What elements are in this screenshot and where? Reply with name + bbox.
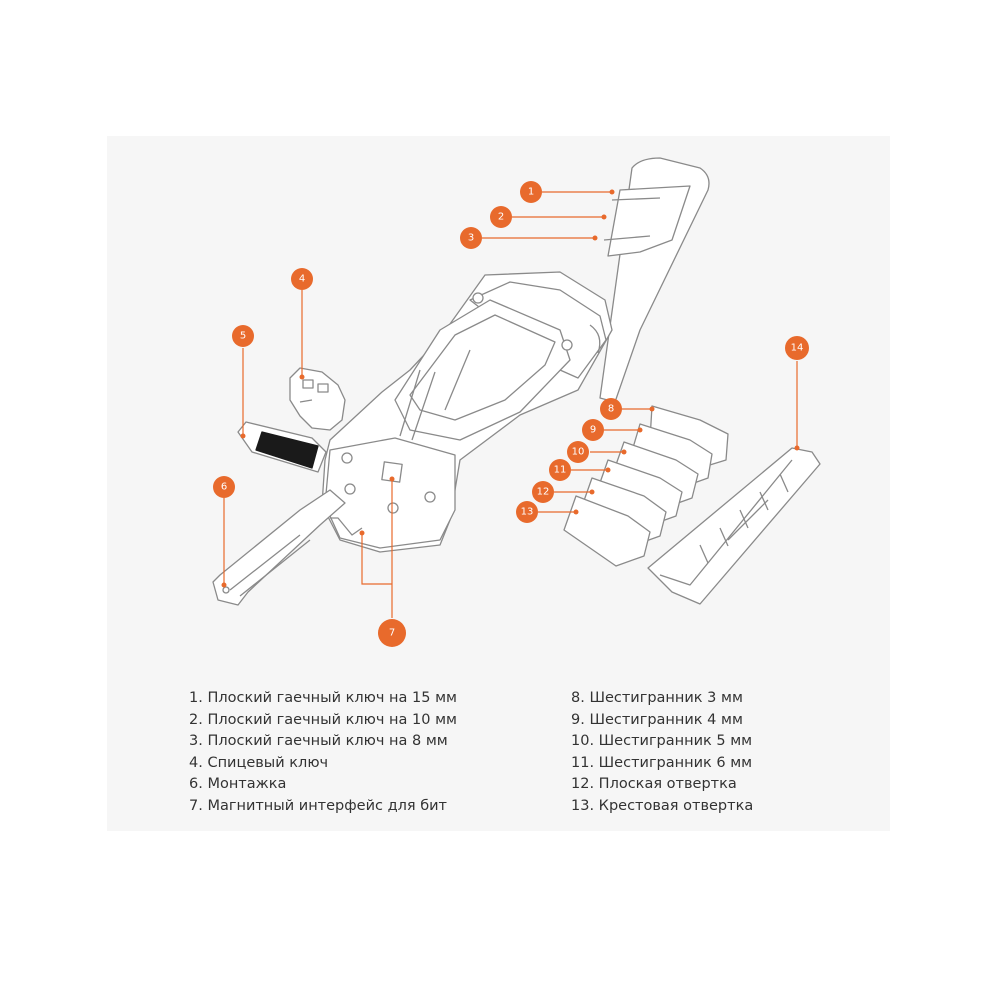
callout-1: 1 bbox=[520, 181, 542, 203]
legend-right: 8. Шестигранник 3 мм 9. Шестигранник 4 м… bbox=[571, 688, 753, 817]
legend-item: 6. Монтажка bbox=[189, 776, 287, 792]
legend-item: 3. Плоский гаечный ключ на 8 мм bbox=[189, 733, 448, 749]
svg-text:5: 5 bbox=[240, 331, 246, 342]
legend-left: 1. Плоский гаечный ключ на 15 мм 2. Плос… bbox=[189, 688, 457, 817]
callout-10: 10 bbox=[567, 441, 589, 463]
callout-8: 8 bbox=[600, 398, 622, 420]
legend-item: 13. Крестовая отвертка bbox=[571, 797, 754, 814]
svg-text:3: 3 bbox=[468, 233, 474, 244]
legend-item: 1. Плоский гаечный ключ на 15 мм bbox=[189, 690, 457, 706]
callout-4: 4 bbox=[291, 268, 313, 290]
callout-7: 7 bbox=[378, 619, 406, 647]
legend-item: 11. Шестигранник 6 мм bbox=[571, 754, 753, 771]
wrench-arm bbox=[599, 157, 710, 403]
svg-text:4: 4 bbox=[299, 274, 305, 285]
bits bbox=[563, 405, 729, 567]
svg-text:14: 14 bbox=[791, 343, 804, 354]
svg-text:10: 10 bbox=[572, 447, 585, 458]
legend-item: 4. Спицевый ключ bbox=[189, 754, 329, 771]
svg-text:9: 9 bbox=[590, 425, 596, 436]
callout-9: 9 bbox=[582, 419, 604, 441]
legend-item: 7. Магнитный интерфейс для бит bbox=[189, 797, 448, 814]
tool-body bbox=[321, 271, 613, 553]
callout-12: 12 bbox=[532, 481, 554, 503]
bit-holder bbox=[647, 447, 821, 605]
callout-5: 5 bbox=[232, 325, 254, 347]
legend-item: 12. Плоская отвертка bbox=[571, 776, 737, 792]
callout-6: 6 bbox=[213, 476, 235, 498]
svg-text:12: 12 bbox=[537, 487, 550, 498]
callout-14: 14 bbox=[785, 336, 809, 360]
svg-text:1: 1 bbox=[528, 187, 534, 198]
legend-item: 2. Плоский гаечный ключ на 10 мм bbox=[189, 711, 457, 728]
callout-11: 11 bbox=[549, 459, 571, 481]
svg-text:8: 8 bbox=[608, 404, 614, 415]
svg-text:11: 11 bbox=[554, 465, 567, 476]
svg-text:13: 13 bbox=[521, 507, 534, 518]
legend-item: 8. Шестигранник 3 мм bbox=[571, 690, 743, 706]
callout-3: 3 bbox=[460, 227, 482, 249]
legend-item: 10. Шестигранник 5 мм bbox=[571, 733, 753, 749]
callout-2: 2 bbox=[490, 206, 512, 228]
svg-text:2: 2 bbox=[498, 212, 504, 223]
spoke-wrench bbox=[289, 367, 346, 431]
svg-text:7: 7 bbox=[389, 628, 395, 639]
callout-13: 13 bbox=[516, 501, 538, 523]
grip-lever bbox=[237, 421, 327, 473]
legend-item: 9. Шестигранник 4 мм bbox=[571, 711, 743, 728]
tire-lever bbox=[212, 489, 346, 606]
svg-text:6: 6 bbox=[221, 482, 227, 493]
